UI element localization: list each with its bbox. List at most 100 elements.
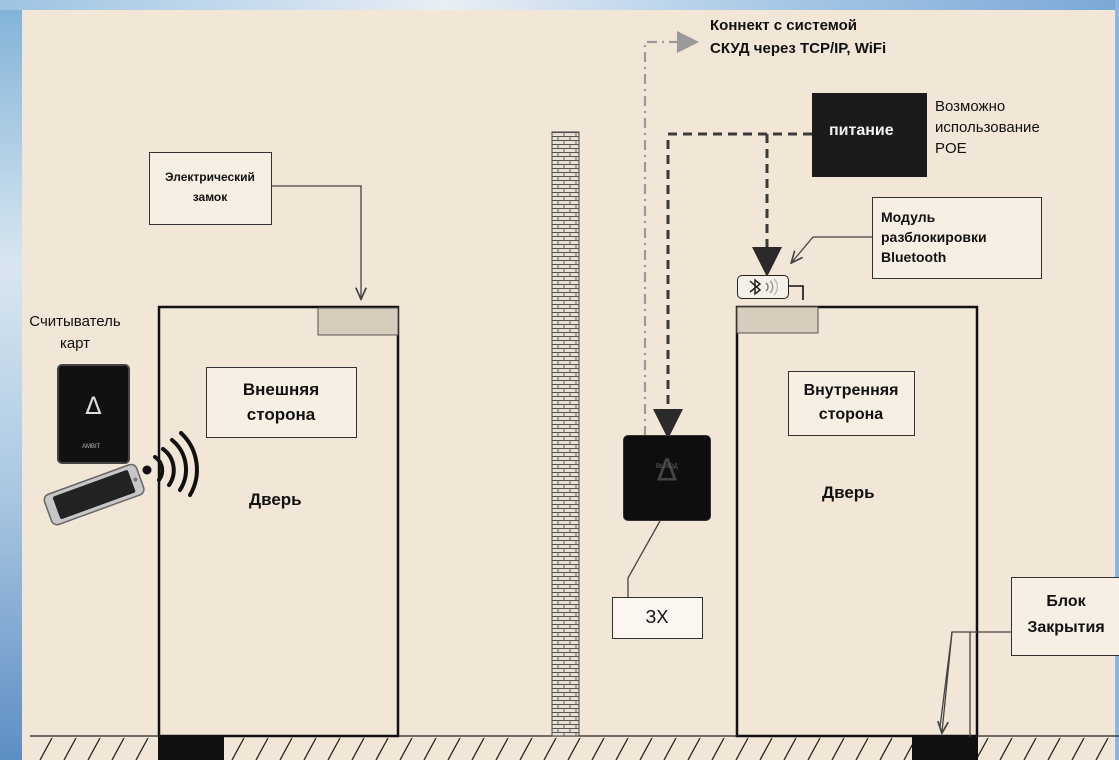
bt-to-lock-line: [789, 285, 804, 300]
door-right-label: Дверь: [822, 483, 875, 502]
connect-label: Коннект с системой СКУД через TCP/IP, Wi…: [710, 14, 886, 60]
door-left-label: Дверь: [249, 490, 302, 509]
lock-block-arrow: [942, 631, 953, 732]
power-label: питание: [829, 122, 894, 139]
smartphone-icon: [43, 463, 145, 526]
inner-side-line2: сторона: [818, 406, 884, 423]
electric-lock-line1: Электрический: [165, 170, 255, 184]
connect-label-line2: СКУД через TCP/IP, WiFi: [710, 40, 887, 57]
hatch-stroke: [807, 737, 821, 760]
hatch-stroke: [1095, 737, 1109, 760]
hatch-stroke: [711, 737, 725, 760]
bt-module-line1: Модуль: [881, 209, 936, 225]
hatch-stroke: [39, 737, 53, 760]
electric-lock-line2: замок: [192, 190, 228, 204]
background-strip-top: [0, 0, 1119, 10]
hatch-stroke: [111, 737, 125, 760]
zx-label-box: ЗХ: [612, 597, 703, 639]
outer-side-line1: Внешняя: [242, 380, 320, 399]
reader-logo-icon: Δ: [85, 392, 102, 421]
poe-note-line3: POE: [935, 140, 967, 157]
hatch-stroke: [423, 737, 437, 760]
hatch-stroke: [783, 737, 797, 760]
poe-note-line2: использование: [935, 119, 1040, 136]
closing-block: [912, 735, 978, 760]
card-reader-label: Считыватель карт: [5, 311, 145, 355]
hatch-stroke: [999, 737, 1013, 760]
poe-note: Возможно использование POE: [935, 96, 1040, 159]
poe-note-line1: Возможно: [935, 98, 1006, 115]
card-reader-line1: Считыватель: [29, 313, 121, 330]
hatch-stroke: [135, 737, 149, 760]
hatch-stroke: [1023, 737, 1037, 760]
hatch-stroke: [687, 737, 701, 760]
electric-lock: [317, 307, 399, 336]
hatch-stroke: [615, 737, 629, 760]
hatch-stroke: [759, 737, 773, 760]
hatch-stroke: [63, 737, 77, 760]
background-strip-right: [1115, 0, 1119, 760]
hatch-stroke: [303, 737, 317, 760]
bluetooth-icon: [749, 278, 779, 296]
electric-lock-callout: Электрический замок: [149, 152, 272, 225]
bt-module-callout: Модуль разблокировки Bluetooth: [872, 197, 1042, 279]
hatch-stroke: [231, 737, 245, 760]
connect-line: [643, 31, 699, 436]
hatch-stroke: [591, 737, 605, 760]
bluetooth-module: [737, 275, 789, 299]
wifi-waves: [153, 431, 199, 497]
zx-callout-line: [627, 520, 661, 597]
exit-small-text: ВЫХОД: [656, 464, 678, 470]
hatch-stroke: [87, 737, 101, 760]
outer-side-label-box: Внешняя сторона: [206, 367, 357, 438]
outer-side-line2: сторона: [246, 405, 316, 424]
hatch-stroke: [831, 737, 845, 760]
hatch-stroke: [1071, 737, 1085, 760]
reader-brand: AMBIT: [82, 444, 101, 450]
hatch-stroke: [735, 737, 749, 760]
hatch-stroke: [327, 737, 341, 760]
connect-label-line1: Коннект с системой: [710, 17, 857, 34]
floor-block-left: [158, 735, 224, 760]
hatch-stroke: [399, 737, 413, 760]
brick-wall: [551, 131, 580, 737]
inner-side-label-box: Внутренняя сторона: [788, 371, 915, 436]
power-supply-box: питание: [812, 93, 927, 177]
lock-callout-line: [272, 185, 361, 298]
hatch-stroke: [495, 737, 509, 760]
lock-block-callout: Блок Закрытия: [1011, 577, 1119, 656]
hatch-stroke: [255, 737, 269, 760]
exit-button-device: Δ ВЫХОД: [623, 435, 711, 521]
lock-block-line1: Блок: [1046, 593, 1086, 610]
door-left: [157, 305, 400, 738]
hatch-stroke: [543, 737, 557, 760]
zx-label: ЗХ: [645, 607, 669, 627]
hatch-stroke: [639, 737, 653, 760]
bt-module-line3: Bluetooth: [881, 249, 947, 265]
card-reader-line2: карт: [59, 335, 91, 352]
power-line-exit: [653, 132, 812, 439]
background-strip-left: [0, 0, 22, 760]
hatch-stroke: [471, 737, 485, 760]
lock-right: [736, 306, 819, 334]
door-right: [735, 305, 979, 738]
hatch-stroke: [663, 737, 677, 760]
hatch-stroke: [279, 737, 293, 760]
bt-callout-line: [792, 236, 873, 262]
bt-module-line2: разблокировки: [881, 229, 987, 245]
exit-logo-icon: Δ: [656, 453, 678, 489]
hatch-stroke: [375, 737, 389, 760]
wifi-icon: [142, 465, 152, 475]
lock-block-line2: Закрытия: [1027, 619, 1105, 636]
hatch-stroke: [855, 737, 869, 760]
hatch-stroke: [879, 737, 893, 760]
hatch-stroke: [351, 737, 365, 760]
hatch-stroke: [567, 737, 581, 760]
hatch-stroke: [519, 737, 533, 760]
card-reader-device: Δ AMBIT: [57, 364, 130, 464]
hatch-stroke: [1047, 737, 1061, 760]
inner-side-line1: Внутренняя: [803, 382, 899, 399]
hatch-stroke: [447, 737, 461, 760]
